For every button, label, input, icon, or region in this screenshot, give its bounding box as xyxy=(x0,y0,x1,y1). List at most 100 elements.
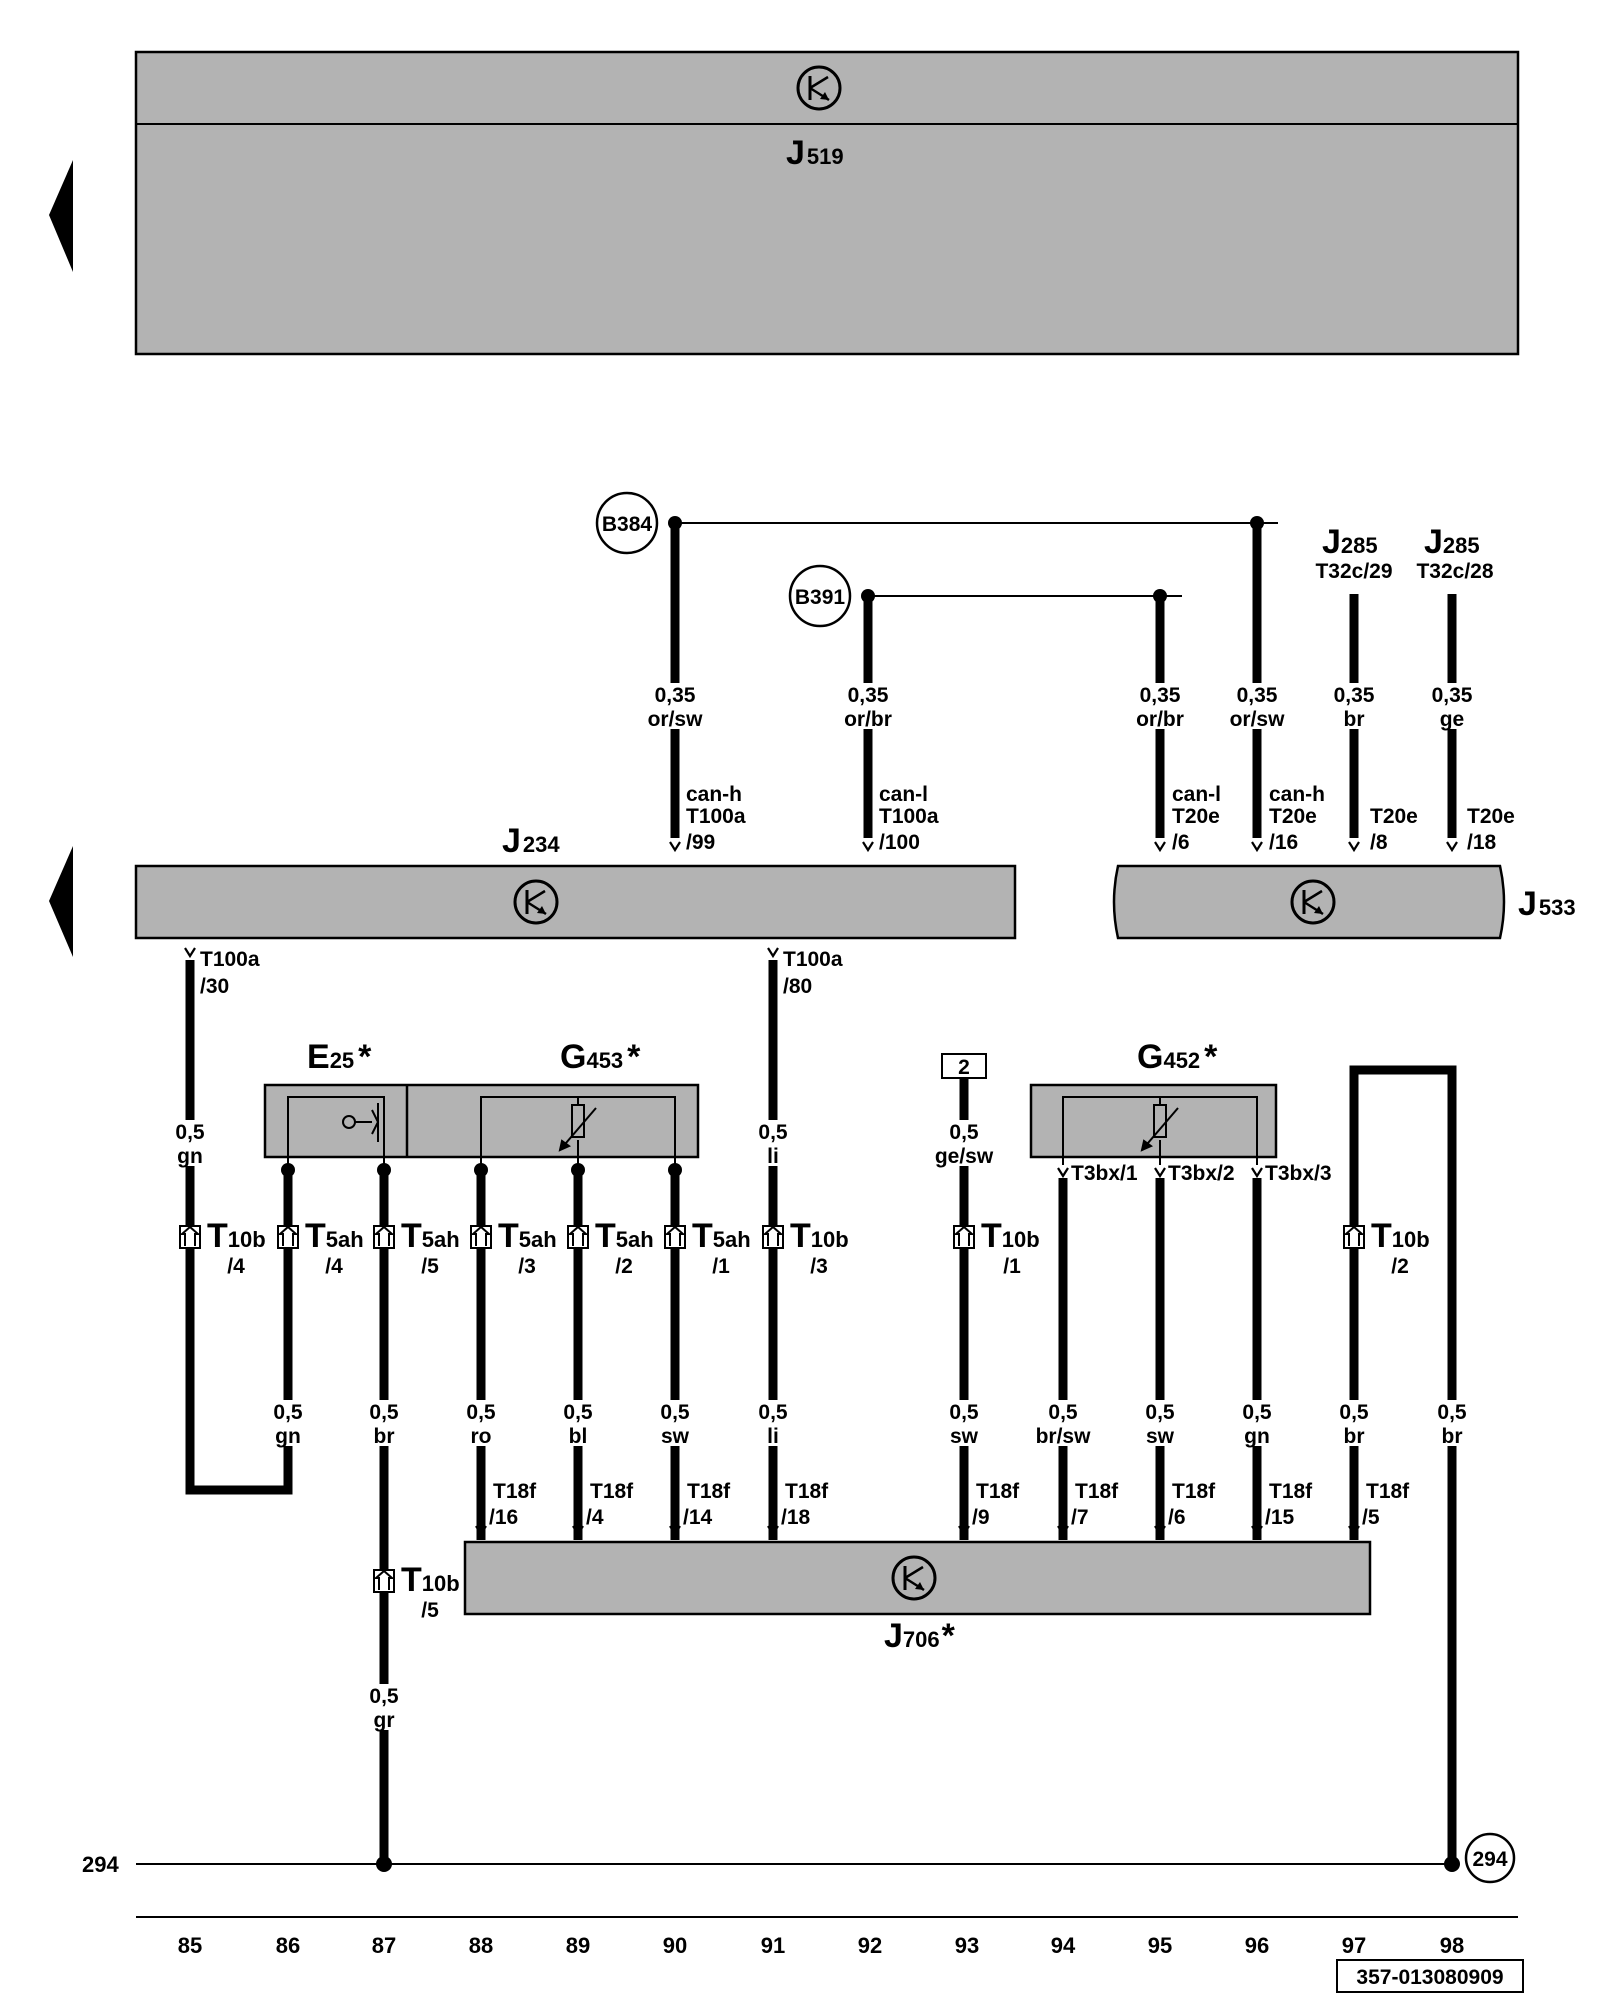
wire-size: 0,35 xyxy=(1140,684,1181,707)
j706-pin: T18f xyxy=(493,1480,537,1503)
connectors: T10b /4 T5ah /4 T5ah /5 T5ah /3 T5ah /2 … xyxy=(179,1217,1430,1622)
node-294-label: 294 xyxy=(1472,1848,1507,1871)
ruler: 85 86 87 88 89 90 91 92 93 94 95 96 97 9… xyxy=(178,1933,1464,1958)
ruler-number: 93 xyxy=(955,1933,979,1958)
wire-size: 0,5 xyxy=(369,1685,399,1708)
bus-signal: can-h xyxy=(686,783,742,806)
lower-wire-labels: 0,5 gn 0,5 br 0,5 ro 0,5 bl 0,5 sw 0,5 l… xyxy=(263,1400,1477,1732)
wire-color: gn xyxy=(1244,1425,1270,1448)
j706-pin: T18f xyxy=(785,1480,829,1503)
g452-pin: T3bx/3 xyxy=(1265,1162,1332,1185)
connector-icon xyxy=(1343,1225,1365,1249)
j234-pin-number: /30 xyxy=(200,975,229,998)
wire-size: 0,5 xyxy=(369,1401,399,1424)
j706-pin: T18f xyxy=(1366,1480,1410,1503)
connector-label: T10b xyxy=(981,1217,1040,1255)
wire-color: sw xyxy=(950,1425,979,1448)
j285a-label: J285 xyxy=(1322,523,1378,561)
ruler-number: 94 xyxy=(1051,1933,1076,1958)
doc-id: 357-013080909 xyxy=(1356,1966,1503,1989)
ruler-number: 95 xyxy=(1148,1933,1172,1958)
bus-pin: T100a xyxy=(686,805,746,828)
ruler-number: 88 xyxy=(469,1933,493,1958)
bus-pin-number: /8 xyxy=(1370,831,1388,854)
wire-size: 0,5 xyxy=(1437,1401,1467,1424)
connector-label: T5ah xyxy=(498,1217,557,1255)
j533-label: J533 xyxy=(1518,885,1576,923)
switch-icon xyxy=(287,1096,385,1170)
j234-module xyxy=(134,864,1017,940)
wire-color: or/br xyxy=(844,708,892,731)
wire-size: 0,35 xyxy=(655,684,696,707)
bus-signal: can-l xyxy=(879,783,928,806)
j706-pin-number: /14 xyxy=(683,1506,713,1529)
bus-pin-number: /18 xyxy=(1467,831,1497,854)
wire-color: gr xyxy=(374,1709,395,1732)
b384-label: B384 xyxy=(602,513,653,536)
connector-pin: /3 xyxy=(810,1255,828,1278)
j706-pin: T18f xyxy=(687,1480,731,1503)
j706-pin-number: /6 xyxy=(1168,1506,1186,1529)
doc-id-box xyxy=(1336,1959,1524,1993)
wire-color: br xyxy=(1344,708,1365,731)
connector-pin: /2 xyxy=(1391,1255,1409,1278)
j706-pin: T18f xyxy=(976,1480,1020,1503)
j285b-label: J285 xyxy=(1424,523,1480,561)
j519-label: J519 xyxy=(786,134,844,172)
ruler-number: 90 xyxy=(663,1933,687,1958)
e25-label: E25* xyxy=(307,1038,372,1076)
bus-signal: can-l xyxy=(1172,783,1221,806)
j706-pin: T18f xyxy=(590,1480,634,1503)
j234-pin: T100a xyxy=(200,948,260,971)
ruler-number: 86 xyxy=(276,1933,300,1958)
j706-pin-number: /5 xyxy=(1362,1506,1380,1529)
g452-pin: T3bx/1 xyxy=(1071,1162,1138,1185)
wire-color: ro xyxy=(471,1425,492,1448)
wire-size: 0,5 xyxy=(273,1401,303,1424)
ruler-number: 98 xyxy=(1440,1933,1464,1958)
connector-label: T5ah xyxy=(595,1217,654,1255)
connector-icon xyxy=(567,1225,589,1249)
connector-pin: /3 xyxy=(518,1255,536,1278)
j706-module xyxy=(463,1540,1372,1616)
wire-size: 0,35 xyxy=(1334,684,1375,707)
j234-pin-number: /80 xyxy=(783,975,812,998)
j706-pin: T18f xyxy=(1075,1480,1119,1503)
bus-pin: T20e xyxy=(1370,805,1418,828)
bus-pin-number: /99 xyxy=(686,831,715,854)
j519-module xyxy=(134,50,1520,356)
bus-pin-number: /100 xyxy=(879,831,920,854)
wire-size: 0,5 xyxy=(949,1121,979,1144)
wire-color: or/sw xyxy=(1230,708,1286,731)
connector-pin: /1 xyxy=(1003,1255,1021,1278)
connector-pin: /2 xyxy=(615,1255,633,1278)
wire-color: br xyxy=(1442,1425,1463,1448)
wire-color: li xyxy=(767,1145,779,1168)
wire-color: br/sw xyxy=(1036,1425,1092,1448)
connector-label: T10b xyxy=(1371,1217,1430,1255)
b391-label: B391 xyxy=(795,586,846,609)
g453-label: G453* xyxy=(560,1038,641,1076)
connector-label: T5ah xyxy=(401,1217,460,1255)
connector-icon xyxy=(179,1225,201,1249)
wire-color: or/br xyxy=(1136,708,1184,731)
wire-size: 0,5 xyxy=(563,1401,593,1424)
wire-color: br xyxy=(374,1425,395,1448)
left-triangle-icon[interactable] xyxy=(49,160,73,272)
left-triangle-icon[interactable] xyxy=(49,846,73,957)
node-b384 xyxy=(595,491,659,555)
connector-pin: /4 xyxy=(325,1255,343,1278)
connector-pin: /1 xyxy=(712,1255,730,1278)
potentiometer-icon xyxy=(1062,1096,1258,1165)
wire-color: br xyxy=(1344,1425,1365,1448)
j706-pin-number: /7 xyxy=(1071,1506,1089,1529)
j706-pin-number: /15 xyxy=(1265,1506,1295,1529)
ruler-number: 91 xyxy=(761,1933,785,1958)
wire-size: 0,5 xyxy=(1339,1401,1369,1424)
wire-size: 0,5 xyxy=(758,1121,788,1144)
wire-color: bl xyxy=(569,1425,588,1448)
wire-size: 0,5 xyxy=(466,1401,496,1424)
wire-color: or/sw xyxy=(648,708,704,731)
connector-icon xyxy=(277,1225,299,1249)
